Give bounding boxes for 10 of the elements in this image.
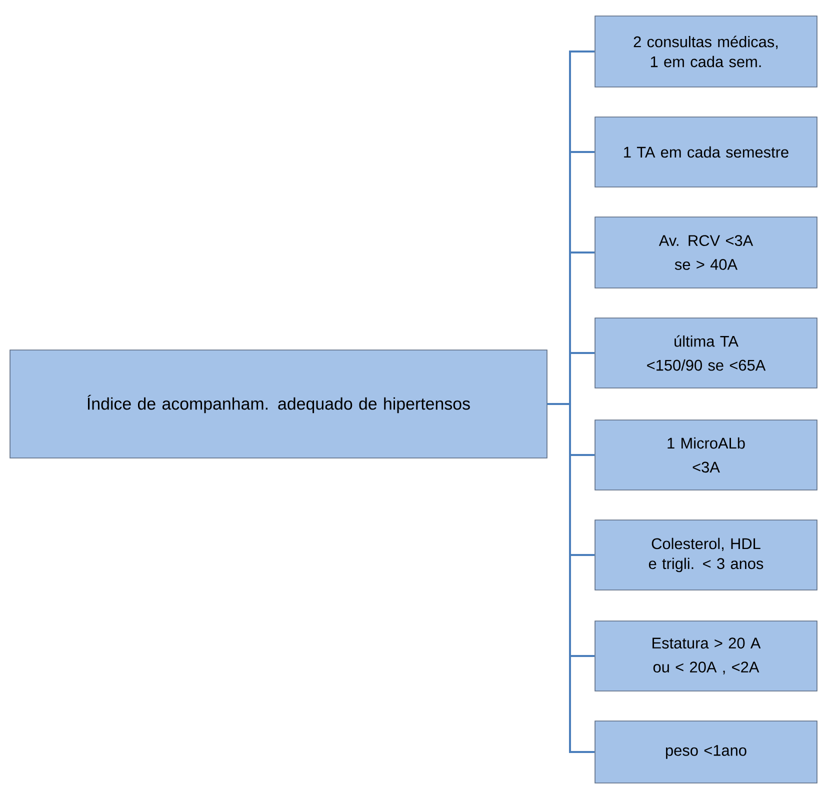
connector bbox=[547, 403, 595, 753]
criterion-box: Av. RCV <3A se > 40A bbox=[594, 216, 818, 288]
main-box: Índice de acompanham. adequado de hipertensos bbox=[10, 350, 548, 458]
criterion-box: 1 TA em cada semestre bbox=[594, 116, 818, 188]
criterion-box: última TA <150/90 se <65A bbox=[594, 318, 818, 388]
criterion-box: 1 MicroALb <3A bbox=[594, 420, 818, 490]
criterion-box: Colesterol, HDL e trigli. < 3 anos bbox=[594, 520, 818, 590]
criterion-box: 2 consultas médicas, 1 em cada sem. bbox=[594, 16, 818, 88]
criterion-box: Estatura > 20 A ou < 20A , <2A bbox=[594, 620, 818, 692]
criterion-box: peso <1ano bbox=[594, 720, 818, 784]
